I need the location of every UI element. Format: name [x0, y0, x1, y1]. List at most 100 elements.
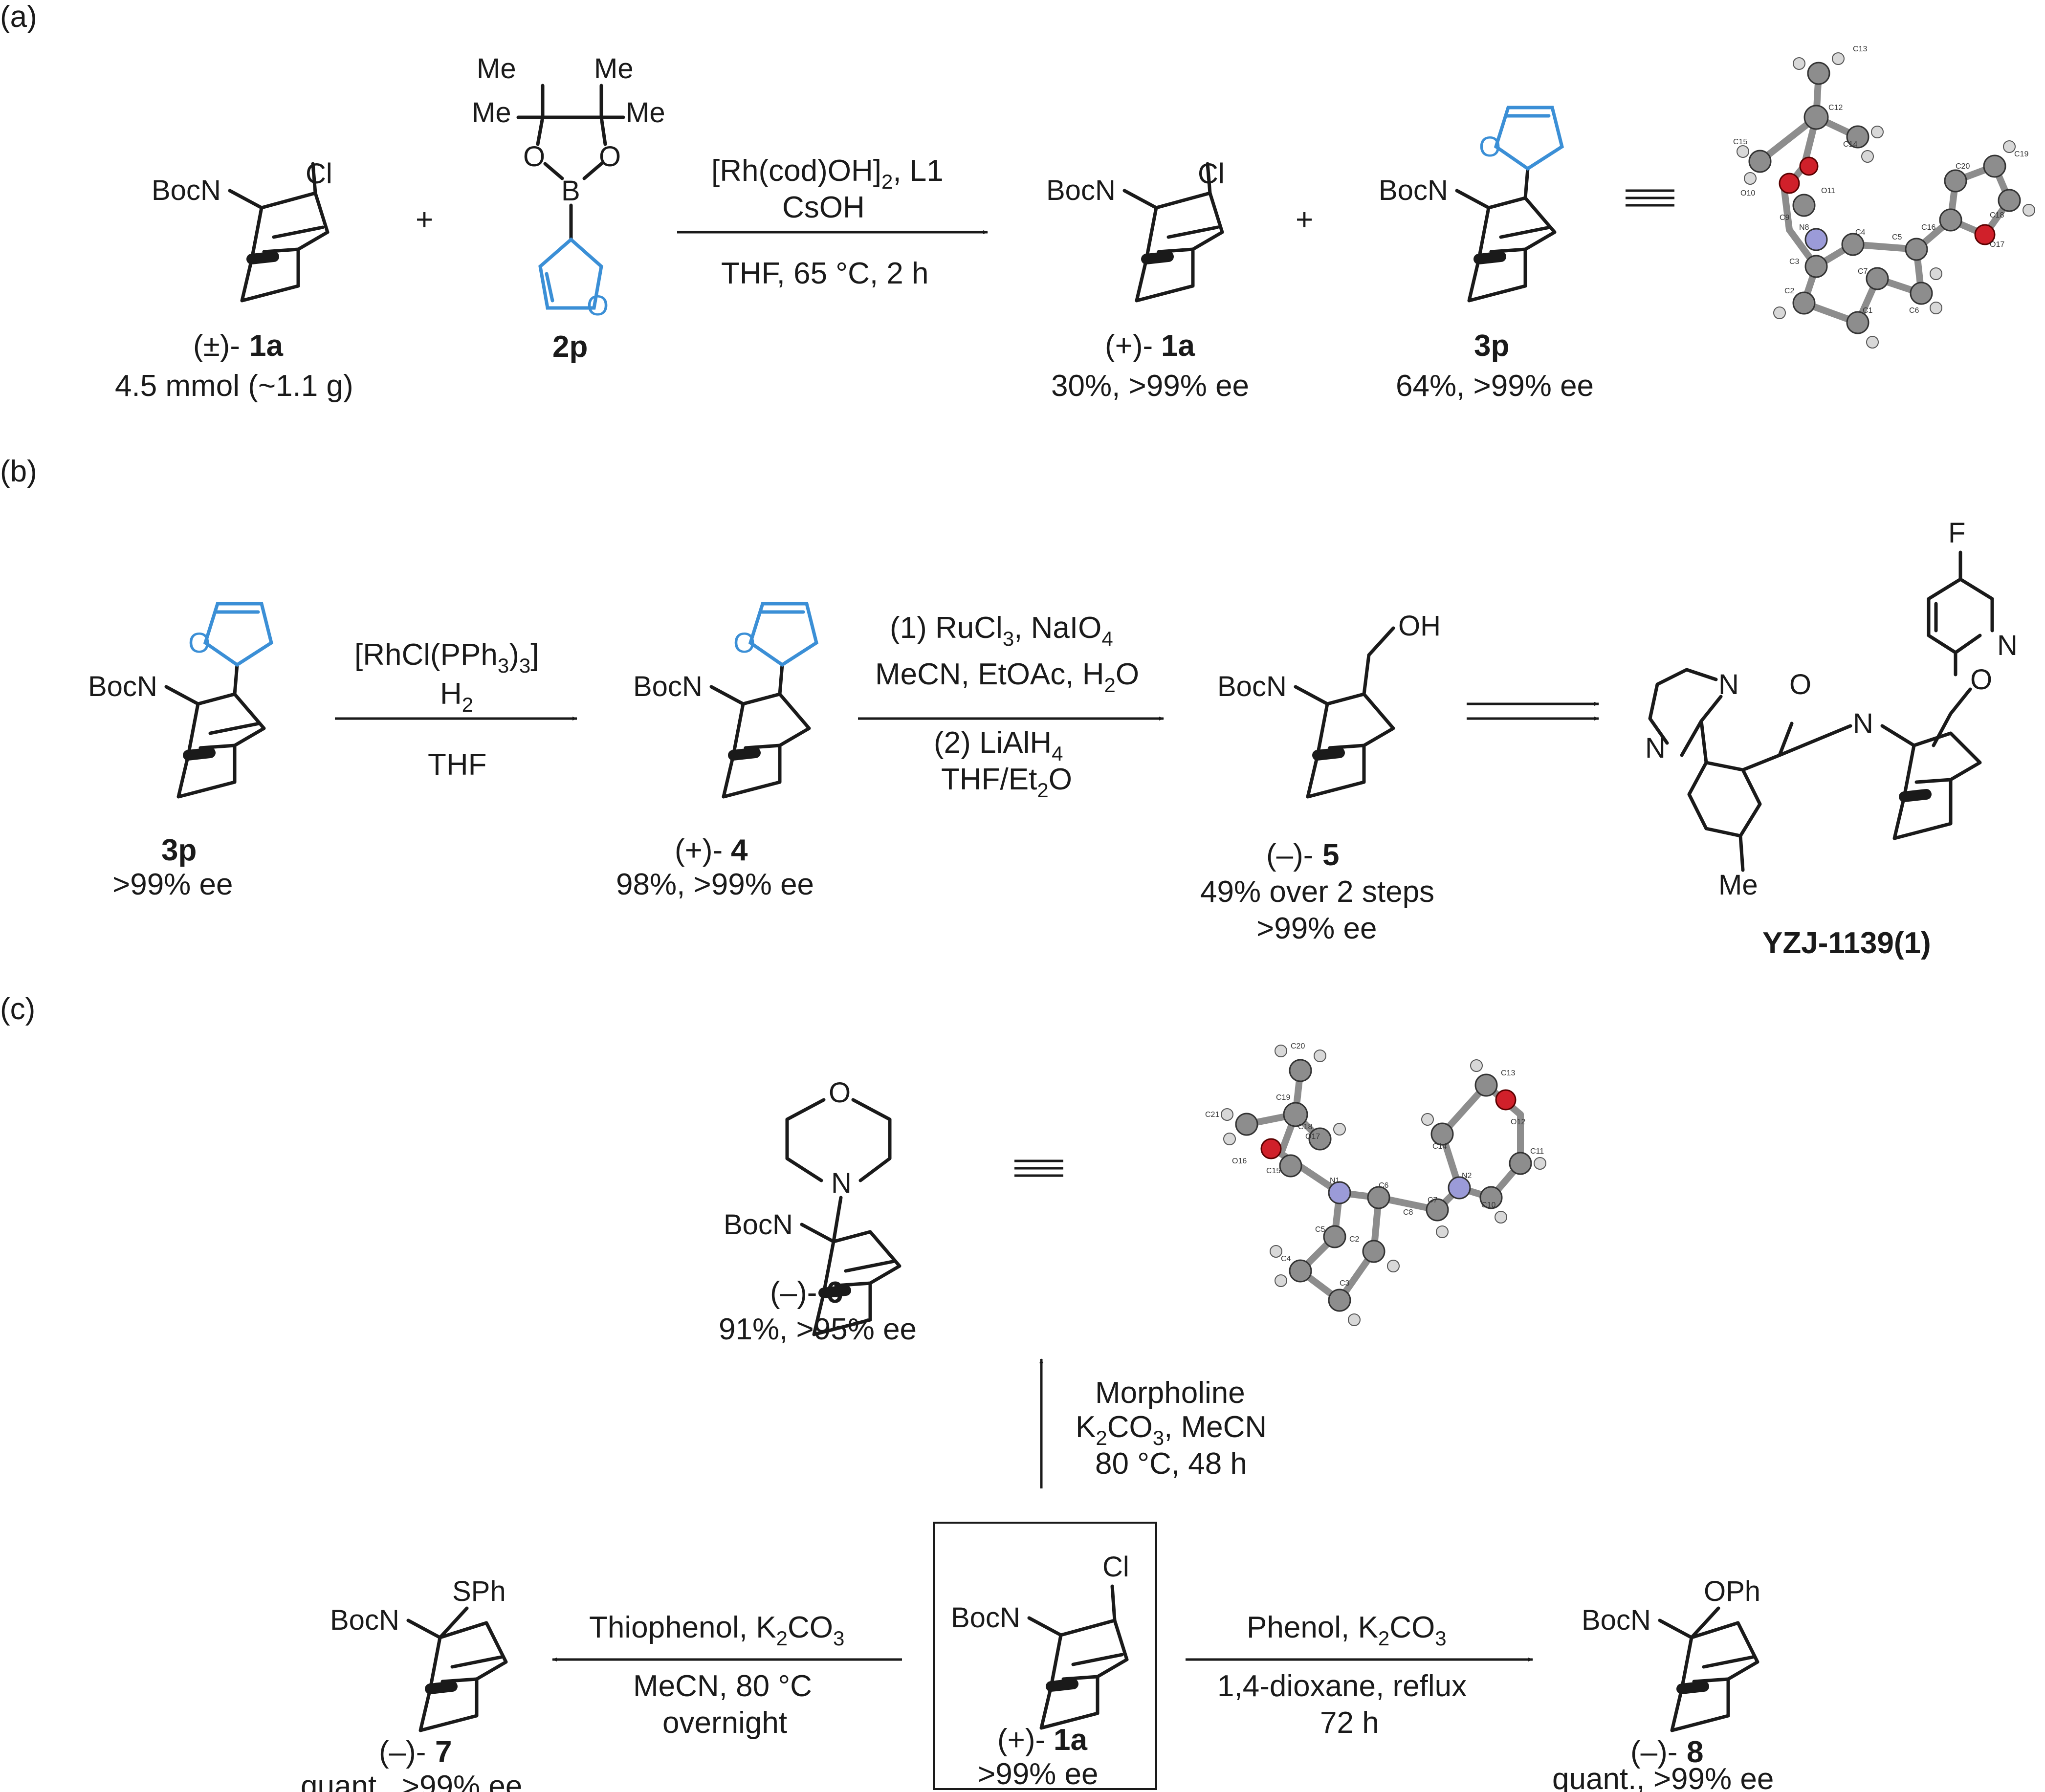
b-c1-bocn: BocN: [88, 671, 157, 702]
cond-a-1: [Rh(cod)OH]2, L1: [711, 154, 944, 193]
p2-bocn-label: BocN: [1379, 175, 1448, 206]
center-bocn: BocN: [951, 1602, 1020, 1634]
right-cond-3: 72 h: [1320, 1706, 1379, 1740]
xray-atom-label: C4: [1855, 228, 1866, 237]
p1-name-pre: (+)-: [1105, 329, 1153, 363]
xray-atom-label: C5: [1315, 1225, 1325, 1234]
xray-atom-label: C18: [1990, 211, 2004, 219]
xray-atom-label: C14: [1432, 1142, 1447, 1151]
b-c1-name: 3p: [161, 833, 197, 867]
b-c3-ee: >99% ee: [1256, 912, 1377, 945]
xray-c-atom-labels: C20C19C21C18O16O17C15C13O12C14C11N1C6C7N…: [1205, 1042, 1544, 1288]
section-label-c: (c): [0, 992, 35, 1026]
reagent-2p-name: 2p: [552, 330, 588, 364]
xray-atom-label: O12: [1511, 1118, 1525, 1126]
xray-atom-label: C9: [1780, 214, 1790, 222]
compound-2p: Me Me Me Me O O B O: [472, 53, 665, 322]
boronate-o-1: O: [523, 141, 545, 173]
m6-o-label: O: [829, 1077, 851, 1109]
xray-atom-label: C2: [1349, 1235, 1360, 1244]
p2-yield: 64%, >99% ee: [1396, 369, 1594, 403]
b-step2-line3: (2) LiAlH4: [934, 726, 1063, 765]
boronate-me-1: Me: [477, 53, 516, 85]
compound-sm-1a: BocN Cl: [152, 158, 332, 303]
compound-3p: BocN O: [1379, 106, 1564, 303]
p1-bocn-label: BocN: [1046, 175, 1116, 206]
p1-name-bold: 1a: [1161, 329, 1195, 363]
2p-furan-o: O: [587, 290, 609, 322]
up-cond-1: Morpholine: [1095, 1376, 1245, 1410]
xray-atom-label: C12: [1828, 104, 1843, 112]
target-o-co: O: [1789, 669, 1811, 700]
p2-name: 3p: [1474, 329, 1509, 363]
m8-yield: quant., >99% ee: [1552, 1762, 1774, 1792]
m7-yield: quant., >99% ee: [301, 1770, 522, 1792]
b-c3-name-pre: (–)-: [1266, 838, 1313, 872]
m6-name-bold: 6: [826, 1276, 843, 1310]
up-cond-2: K2CO3, MeCN: [1076, 1410, 1267, 1449]
sm-name-bold: 1a: [249, 329, 283, 363]
b-c1-ee: >99% ee: [112, 868, 233, 901]
b-c1-furan-o: O: [188, 627, 210, 659]
xray-atom-label: N1: [1330, 1177, 1340, 1185]
section-label-a: (a): [0, 0, 37, 34]
target-me: Me: [1718, 869, 1758, 901]
xray-structure-c: [1221, 1045, 1546, 1326]
xray-atom-label: C18: [1298, 1123, 1312, 1131]
m6-name-pre: (–)-: [770, 1276, 817, 1310]
m6-bocn-label: BocN: [724, 1209, 793, 1241]
sm-amount: 4.5 mmol (~1.1 g): [115, 369, 353, 403]
xray-atom-label: C20: [1291, 1042, 1305, 1050]
b-step1-line1: [RhCl(PPh3)3]: [354, 638, 539, 677]
b-step1-line2: H2: [440, 677, 473, 716]
boronate-b: B: [561, 175, 580, 207]
b-c2-furan-o: O: [733, 627, 755, 659]
xray-atom-label: C15: [1266, 1167, 1280, 1175]
xray-atom-label: N2: [1462, 1172, 1472, 1180]
p2-furan-o: O: [1479, 131, 1501, 163]
b-step2-line1: (1) RuCl3, NaIO4: [890, 611, 1113, 650]
xray-atom-label: C13: [1853, 45, 1867, 53]
xray-atom-label: C15: [1733, 138, 1747, 146]
sm-bocn-label: BocN: [152, 175, 221, 206]
m7-name-bold: 7: [435, 1735, 452, 1769]
b-c3-bocn: BocN: [1217, 671, 1287, 702]
m6-yield: 91%, >95% ee: [719, 1312, 917, 1346]
compound-c-8: BocN OPh: [1582, 1575, 1760, 1732]
m7-sph: SPh: [452, 1575, 506, 1607]
b-c2-yield: 98%, >99% ee: [616, 868, 814, 901]
xray-atom-label: O10: [1740, 189, 1755, 197]
left-cond-3: overnight: [662, 1706, 787, 1740]
up-cond-3: 80 °C, 48 h: [1095, 1447, 1247, 1481]
boronate-me-2: Me: [472, 97, 511, 129]
xray-atom-label: C6: [1909, 306, 1919, 315]
equivalence-sign-a: [1626, 189, 1674, 207]
b-step2-line4: THF/Et2O: [941, 763, 1072, 802]
left-cond-2: MeCN, 80 °C: [633, 1669, 812, 1703]
xray-atom-label: C19: [2014, 150, 2028, 158]
m8-oph: OPh: [1704, 1575, 1760, 1607]
xray-atom-label: C10: [1481, 1201, 1495, 1209]
compound-b-4: BocN O: [633, 602, 819, 799]
b-step1-line3: THF: [428, 748, 487, 782]
p1-yield: 30%, >99% ee: [1051, 369, 1249, 403]
b-c3-oh: OH: [1398, 610, 1441, 642]
boronate-me-4: Me: [626, 97, 665, 129]
left-cond-1: Thiophenol, K2CO3: [589, 1611, 844, 1650]
boronate-o-2: O: [599, 141, 621, 173]
equivalence-sign-c: [1014, 1159, 1063, 1177]
cond-a-2: CsOH: [782, 191, 865, 224]
b-c2-bocn: BocN: [633, 671, 703, 702]
xray-atom-label: C13: [1501, 1069, 1515, 1077]
m7-name-pre: (–)-: [379, 1735, 426, 1769]
center-name-bold: 1a: [1054, 1723, 1087, 1757]
sm-name-pre: (±)-: [193, 329, 240, 363]
center-cl: Cl: [1102, 1551, 1129, 1583]
xray-atom-label: C3: [1340, 1279, 1350, 1288]
target-n-amide: N: [1853, 708, 1873, 740]
m6-n-label: N: [831, 1167, 852, 1199]
xray-atom-label: C4: [1281, 1255, 1291, 1263]
cond-a-3: THF, 65 °C, 2 h: [721, 257, 929, 290]
xray-atom-label: C21: [1205, 1111, 1219, 1119]
